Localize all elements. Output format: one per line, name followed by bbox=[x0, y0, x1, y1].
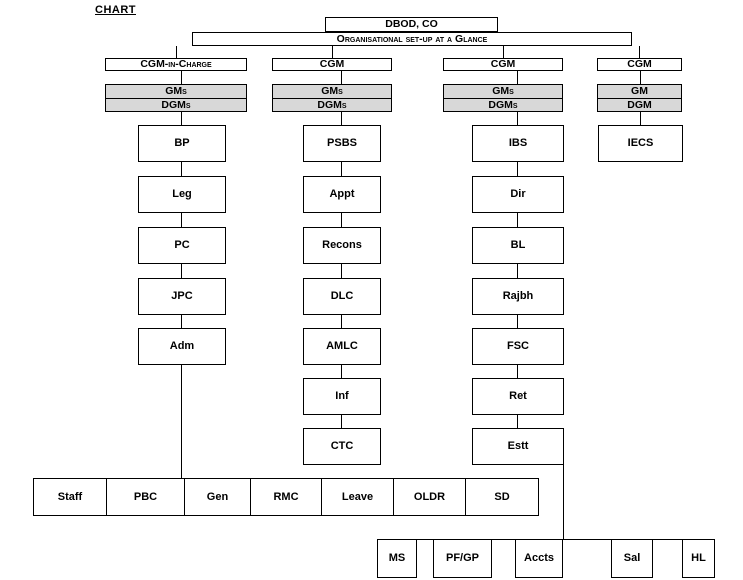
connector bbox=[181, 315, 182, 328]
org-box-leg: Leg bbox=[138, 176, 226, 213]
org-box-adm: Adm bbox=[138, 328, 226, 365]
org-box-appt: Appt bbox=[303, 176, 381, 213]
connector bbox=[503, 46, 504, 58]
connector bbox=[517, 365, 518, 378]
connector bbox=[341, 415, 342, 428]
connector bbox=[341, 213, 342, 227]
connector bbox=[640, 71, 641, 84]
org-box-fsc: FSC bbox=[472, 328, 564, 365]
connector bbox=[176, 46, 177, 58]
org-tier-1: GMs DGMs bbox=[105, 84, 247, 112]
org-tier-1-gms: GMs bbox=[106, 85, 246, 99]
connector bbox=[517, 112, 518, 125]
org-box-bp: BP bbox=[138, 125, 226, 162]
org-box-cgm-in-charge: CGM-in-Charge bbox=[105, 58, 247, 71]
connector-estt-row bbox=[563, 465, 564, 540]
org-box-bl: BL bbox=[472, 227, 564, 264]
org-tier-4-dgm: DGM bbox=[627, 98, 652, 111]
org-tier-2-gms: GMs bbox=[273, 85, 391, 99]
connector bbox=[181, 162, 182, 176]
org-box-dir: Dir bbox=[472, 176, 564, 213]
page-title: CHART bbox=[95, 4, 136, 16]
connector bbox=[181, 213, 182, 227]
org-box-recons: Recons bbox=[303, 227, 381, 264]
org-tier-3-dgms: DGMs bbox=[488, 98, 518, 111]
org-box-dlc: DLC bbox=[303, 278, 381, 315]
connector bbox=[517, 264, 518, 278]
connector bbox=[181, 112, 182, 125]
org-box-sal: Sal bbox=[611, 539, 653, 578]
connector bbox=[341, 315, 342, 328]
org-box-ms: MS bbox=[377, 539, 417, 578]
org-banner: Organisational set-up at a Glance bbox=[192, 32, 632, 46]
connector bbox=[517, 71, 518, 84]
org-box-rmc: RMC bbox=[250, 478, 322, 516]
org-box-estt: Estt bbox=[472, 428, 564, 465]
org-box-jpc: JPC bbox=[138, 278, 226, 315]
org-tier-1-dgms: DGMs bbox=[161, 98, 191, 111]
org-box-inf: Inf bbox=[303, 378, 381, 415]
org-box-iecs: IECS bbox=[598, 125, 683, 162]
org-tier-2-dgms: DGMs bbox=[317, 98, 347, 111]
connector-adm-row bbox=[181, 365, 182, 479]
connector bbox=[640, 112, 641, 125]
connector bbox=[341, 264, 342, 278]
org-box-sd: SD bbox=[465, 478, 539, 516]
org-tier-4: GM DGM bbox=[597, 84, 682, 112]
connector bbox=[181, 264, 182, 278]
org-box-pbc: PBC bbox=[106, 478, 185, 516]
org-box-cgm-4: CGM bbox=[597, 58, 682, 71]
org-box-ibs: IBS bbox=[472, 125, 564, 162]
org-box-gen: Gen bbox=[184, 478, 251, 516]
org-box-cgm-3: CGM bbox=[443, 58, 563, 71]
connector bbox=[341, 112, 342, 125]
connector bbox=[517, 315, 518, 328]
org-box-dbod-co: DBOD, CO bbox=[325, 17, 498, 32]
org-box-rajbh: Rajbh bbox=[472, 278, 564, 315]
org-tier-2: GMs DGMs bbox=[272, 84, 392, 112]
connector bbox=[341, 365, 342, 378]
connector bbox=[181, 71, 182, 84]
org-box-oldr: OLDR bbox=[393, 478, 466, 516]
connector bbox=[332, 46, 333, 58]
org-box-ctc: CTC bbox=[303, 428, 381, 465]
org-box-ret: Ret bbox=[472, 378, 564, 415]
connector bbox=[341, 162, 342, 176]
org-box-hl: HL bbox=[682, 539, 715, 578]
org-tier-4-gm: GM bbox=[598, 85, 681, 99]
org-box-leave: Leave bbox=[321, 478, 394, 516]
connector bbox=[517, 415, 518, 428]
connector bbox=[517, 213, 518, 227]
org-box-accts: Accts bbox=[515, 539, 563, 578]
connector bbox=[639, 46, 640, 58]
org-box-pc: PC bbox=[138, 227, 226, 264]
connector bbox=[517, 162, 518, 176]
org-box-amlc: AMLC bbox=[303, 328, 381, 365]
org-box-cgm-2: CGM bbox=[272, 58, 392, 71]
connector bbox=[341, 71, 342, 84]
org-box-pf-gp: PF/GP bbox=[433, 539, 492, 578]
org-box-staff: Staff bbox=[33, 478, 107, 516]
org-tier-3: GMs DGMs bbox=[443, 84, 563, 112]
org-tier-3-gms: GMs bbox=[444, 85, 562, 99]
org-box-psbs: PSBS bbox=[303, 125, 381, 162]
